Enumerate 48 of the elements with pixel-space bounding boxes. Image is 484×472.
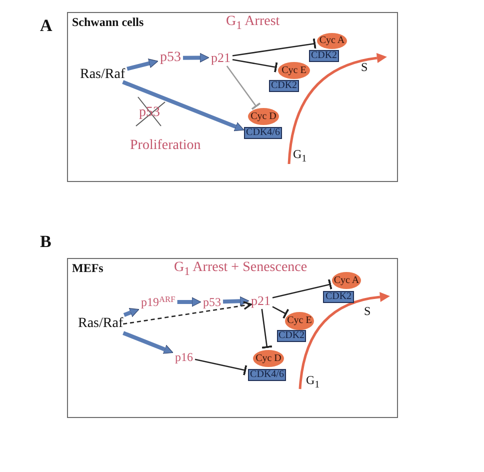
inhibition-line — [272, 306, 290, 319]
protein-label: p53 — [203, 296, 221, 308]
inhibition-line — [232, 58, 278, 72]
cyclin-ellipse: Cyc E — [278, 62, 310, 79]
panel-frame — [67, 258, 398, 418]
inhibition-line — [194, 358, 248, 376]
kinase-box: CDK2 — [323, 291, 354, 303]
panel-heading: MEFs — [72, 262, 104, 276]
phase-label: S — [361, 61, 368, 73]
kinase-box: CDK4/6 — [248, 369, 286, 381]
activation-arrow — [122, 331, 174, 354]
activation-arrow — [126, 58, 158, 71]
panel-frame — [67, 12, 398, 182]
kinase-box: CDK4/6 — [244, 127, 282, 139]
protein-label: p21 — [251, 294, 270, 307]
phase-label: G$_{1}$ — [293, 148, 307, 160]
protein-label: p21 — [211, 51, 230, 64]
cyclin-ellipse: Cyc D — [248, 108, 279, 125]
protein-label: p19$^{ARF}$ — [141, 296, 176, 308]
cyclin-ellipse: Cyc A — [317, 33, 347, 49]
inhibition-line — [226, 66, 261, 110]
protein-label: p16 — [175, 351, 193, 363]
inhibition-line — [272, 279, 332, 298]
cyclin-ellipse: Cyc A — [332, 272, 361, 289]
kinase-box: CDK2 — [269, 80, 299, 92]
phase-label: S — [364, 305, 371, 317]
activation-arrow — [182, 52, 210, 62]
kinase-box: CDK2 — [277, 330, 306, 342]
phase-label: G$_{1}$ — [306, 374, 320, 386]
panel-title: G$_{1}$ Arrest — [226, 14, 280, 30]
pathway-label: Ras/Raf — [80, 68, 126, 82]
inhibition-line — [232, 38, 316, 56]
activation-arrow — [122, 80, 244, 132]
panel-title: G$_{1}$ Arrest + Senescence — [174, 260, 308, 276]
panel-heading: Schwann cells — [72, 16, 144, 30]
activation-arrow — [177, 297, 202, 307]
protein-label: p53 — [160, 51, 181, 65]
pathway-label: Ras/Raf — [78, 317, 124, 331]
kinase-box: CDK2 — [309, 50, 339, 62]
inhibition-line — [261, 308, 272, 349]
panel-letter: B — [40, 233, 52, 250]
panel-letter: A — [40, 17, 52, 34]
activation-arrow — [222, 296, 250, 306]
process-label: Proliferation — [130, 139, 201, 153]
dashed-arrow — [123, 301, 252, 325]
activation-arrow — [123, 308, 140, 317]
cyclin-ellipse: Cyc E — [285, 312, 314, 330]
cyclin-ellipse: Cyc D — [253, 350, 284, 367]
